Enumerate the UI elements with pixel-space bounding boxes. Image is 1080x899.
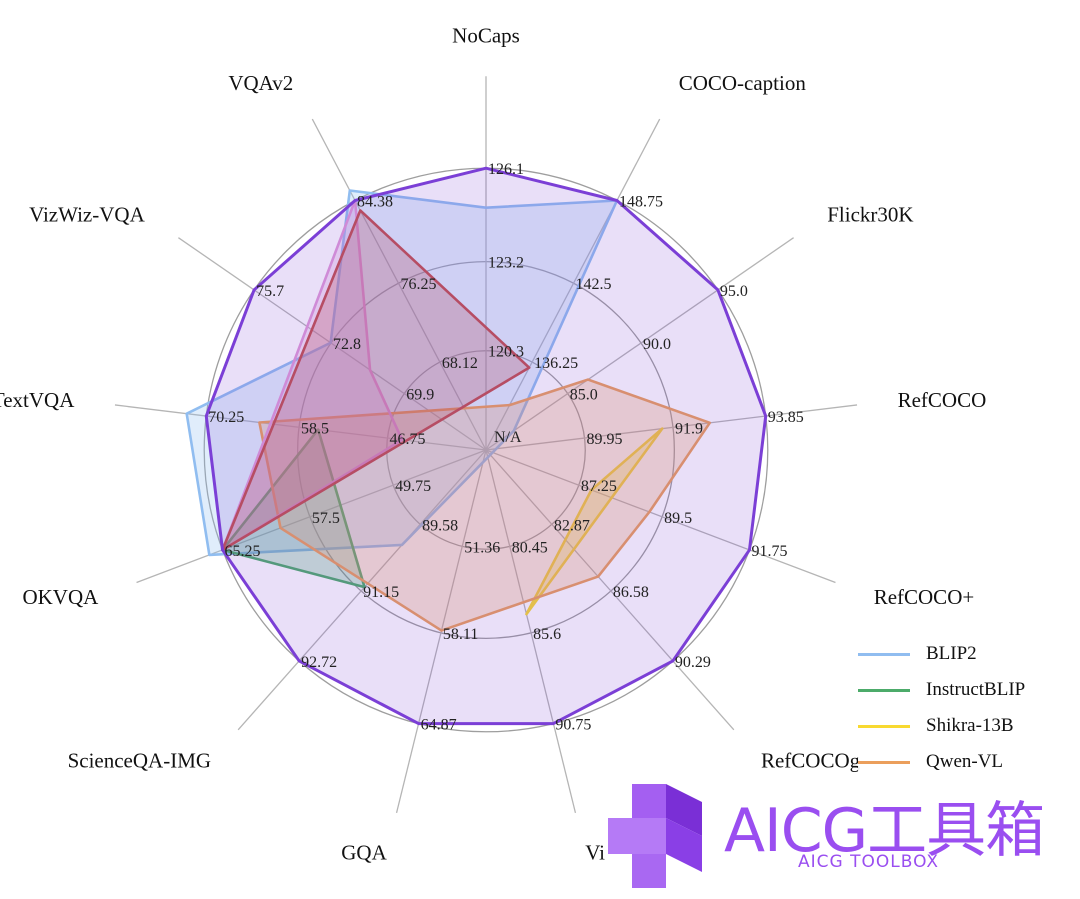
tick-label-refcoco-0: 89.95	[587, 431, 623, 448]
legend-swatch-shikra	[858, 724, 910, 728]
axis-line-coco-caption	[485, 118, 661, 451]
series-series-5-area	[221, 209, 531, 552]
tick-label-vqav2-1: 76.25	[400, 276, 436, 293]
tick-label-vizwiz-vqa-2: 75.7	[256, 283, 284, 300]
axis-line-refcoco	[485, 404, 858, 451]
tick-label-coco-caption-1: 142.5	[576, 276, 612, 293]
tick-label-flickr30k-1: 90.0	[643, 336, 671, 353]
axis-line-flickr30k	[485, 237, 794, 451]
tick-label-vizwiz-vqa-1: 72.8	[333, 336, 361, 353]
axis-label-coco-caption: COCO-caption	[679, 71, 807, 95]
axis-label-okvqa: OKVQA	[22, 585, 99, 609]
tick-label-okvqa-2: 65.25	[225, 543, 261, 560]
axis-line-okvqa	[136, 449, 487, 584]
tick-label-okvqa-0: 49.75	[395, 478, 431, 495]
tick-label-refcocog-1: 86.58	[613, 584, 649, 601]
legend-label-instructblip: InstructBLIP	[926, 679, 1026, 700]
series-shikra-13b-area	[525, 427, 664, 616]
tick-label-nocaps-2: 126.1	[488, 161, 524, 178]
tick-label-refcocog-2: 90.29	[675, 654, 711, 671]
tick-label-scienceqa-img-1: 91.15	[363, 584, 399, 601]
series-series-4-area	[221, 199, 404, 552]
tick-label-nocaps-0: 120.3	[488, 344, 524, 361]
legend-swatch-instructblip	[858, 688, 910, 692]
legend-item-instructblip: InstructBLIP	[858, 672, 1025, 708]
watermark: AICG工具箱 AICG TOOLBOX	[606, 778, 1046, 890]
tick-label-coco-caption-2: 148.75	[619, 193, 663, 210]
axis-line-scienceqa-img	[237, 449, 487, 731]
tick-label-textvqa-2: 70.25	[208, 409, 244, 426]
legend-item-blip2: BLIP2	[858, 636, 1025, 672]
tick-label-refcoco-2: 91.75	[751, 543, 787, 560]
tick-label-vqav2-2: 84.38	[357, 193, 393, 210]
legend-item-shikra: Shikra-13B	[858, 708, 1025, 744]
axis-label-vizwiz-vqa: VizWiz-VQA	[29, 202, 146, 226]
legend: BLIP2 InstructBLIP Shikra-13B Qwen-VL	[858, 636, 1026, 780]
legend-swatch-blip2	[858, 652, 910, 656]
legend-swatch-qwen	[858, 760, 910, 764]
axis-label-textvqa: TextVQA	[0, 388, 75, 412]
tick-label-gqa-0: 51.36	[464, 539, 500, 556]
axis-line-vqav2	[311, 118, 487, 451]
tick-label-okvqa-1: 57.5	[312, 510, 340, 527]
tick-label-refcoco-0: 87.25	[581, 478, 617, 495]
legend-label-qwen: Qwen-VL	[926, 751, 1004, 772]
tick-label-flickr30k-2: 95.0	[720, 283, 748, 300]
axis-label-vizwizqa: Vi	[585, 841, 605, 865]
tick-label-refcocog-0: 82.87	[554, 517, 590, 534]
tick-label-scienceqa-img-2: 92.72	[301, 654, 337, 671]
axis-label-flickr30k: Flickr30K	[827, 202, 913, 226]
tick-label-vizwiz-vqa-0: 69.9	[406, 387, 434, 404]
tick-label-gqa-1: 58.11	[443, 626, 478, 643]
tick-label-coco-caption-0: 136.25	[534, 355, 578, 372]
series-series-6-area	[204, 166, 768, 726]
tick-label-textvqa-0: 46.75	[389, 431, 425, 448]
tick-label-vizwizqa-0: 80.45	[512, 539, 548, 556]
series-qwen-vl-area	[258, 378, 712, 632]
tick-label-flickr30k-0: 85.0	[570, 387, 598, 404]
axis-line-vizwiz-vqa	[178, 237, 487, 451]
axis-label-nocaps: NoCaps	[452, 23, 520, 47]
axis-label-scienceqa-img: ScienceQA-IMG	[68, 748, 211, 772]
tick-label-scienceqa-img-0: 89.58	[422, 517, 458, 534]
legend-item-qwen: Qwen-VL	[858, 744, 1025, 780]
axis-label-vqav2: VQAv2	[228, 71, 293, 95]
tick-label-refcoco-1: 91.9	[675, 420, 703, 437]
axis-label-refcocog: RefCOCOg	[761, 748, 861, 772]
axis-line-refcocog	[485, 449, 735, 731]
center-label: N/A	[494, 429, 522, 446]
axis-line-vizwizqa	[485, 449, 577, 814]
axis-label-refcoco: RefCOCO+	[874, 585, 975, 609]
tick-label-refcoco-1: 89.5	[664, 510, 692, 527]
axis-label-refcoco: RefCOCO	[898, 388, 987, 412]
legend-label-shikra: Shikra-13B	[926, 715, 1014, 736]
series-blip2-area	[185, 189, 619, 557]
tick-label-nocaps-1: 123.2	[488, 255, 524, 272]
tick-label-refcoco-2: 93.85	[768, 409, 804, 426]
tick-label-vizwizqa-2: 90.75	[555, 717, 591, 734]
axis-label-gqa: GQA	[341, 841, 387, 865]
axis-line-refcoco	[485, 449, 836, 584]
axis-line-textvqa	[114, 404, 487, 451]
legend-label-blip2: BLIP2	[926, 643, 977, 664]
tick-label-vizwizqa-1: 85.6	[533, 626, 561, 643]
tick-label-textvqa-1: 58.5	[301, 420, 329, 437]
watermark-title: AICG工具箱	[724, 796, 1045, 866]
watermark-subtitle: AICG TOOLBOX	[798, 852, 940, 872]
tick-label-vqav2-0: 68.12	[442, 355, 478, 372]
watermark-logo-icon	[608, 784, 702, 888]
tick-label-gqa-2: 64.87	[421, 717, 457, 734]
